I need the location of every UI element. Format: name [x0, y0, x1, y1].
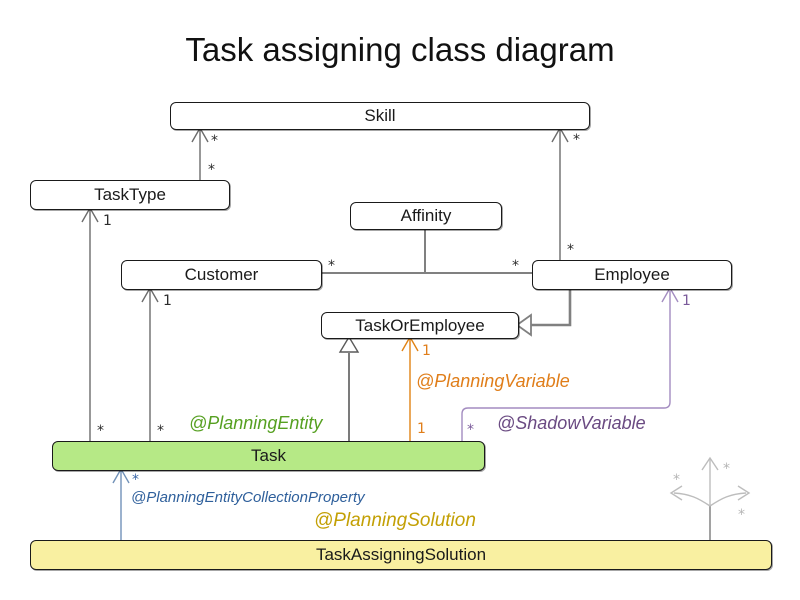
multiplicity-collectionproperty-many: * — [132, 472, 139, 488]
multiplicity-employee-skill-bottom: * — [567, 242, 574, 258]
multiplicity-shadowvariable-one: 1 — [682, 293, 691, 309]
multiplicity-tasktype-skill-top: * — [211, 133, 218, 149]
class-box-taskassigningsolution: TaskAssigningSolution — [30, 540, 772, 570]
multiplicity-employee-skill-top: * — [573, 132, 580, 148]
multiplicity-task-tasktype-many: * — [97, 423, 104, 439]
multiplicity-planningvariable-bottom: 1 — [417, 421, 426, 437]
multiplicity-faded-fork-left: * — [673, 472, 680, 488]
edge-shadowvariable-line — [461, 291, 671, 441]
class-box-affinity: Affinity — [350, 202, 502, 230]
annotation-shadow-variable: @ShadowVariable — [497, 413, 646, 433]
edge-faded-fork-left — [673, 492, 711, 507]
multiplicity-employee-association: * — [512, 258, 519, 274]
edge-faded-fork-left-arrowhead — [669, 485, 683, 501]
annotation-planning-solution: @PlanningSolution — [314, 510, 476, 531]
multiplicity-planningvariable-top: 1 — [422, 343, 431, 359]
multiplicity-faded-fork-up: * — [723, 461, 730, 477]
multiplicity-customer-association: * — [328, 258, 335, 274]
multiplicity-task-customer-many: * — [157, 423, 164, 439]
multiplicity-task-customer-one: 1 — [163, 293, 172, 309]
multiplicity-faded-fork-right: * — [738, 507, 745, 523]
edge-faded-fork-up-arrowhead — [701, 456, 719, 471]
annotation-planning-entity: @PlanningEntity — [189, 413, 323, 433]
multiplicity-shadowvariable-many: * — [467, 422, 474, 438]
multiplicity-tasktype-skill-bottom: * — [208, 162, 215, 178]
edge-employee-taskoremployee-triangle — [515, 313, 532, 337]
class-box-customer: Customer — [121, 260, 322, 290]
edge-task-taskoremployee-triangle — [338, 335, 360, 353]
class-box-employee: Employee — [532, 260, 732, 290]
page-title: Task assigning class diagram — [185, 31, 615, 68]
edge-employee-taskoremployee-line — [531, 288, 572, 327]
edge-faded-fork-right — [709, 492, 747, 507]
annotation-planning-variable: @PlanningVariable — [416, 371, 570, 391]
class-box-task: Task — [52, 441, 485, 471]
edge-faded-fork-right-arrowhead — [737, 485, 751, 501]
class-box-skill: Skill — [170, 102, 590, 130]
annotation-planning-entity-collection-property: @PlanningEntityCollectionProperty — [131, 489, 365, 506]
class-box-taskoremployee: TaskOrEmployee — [321, 312, 519, 339]
multiplicity-task-tasktype-one: 1 — [103, 213, 112, 229]
class-box-tasktype: TaskType — [30, 180, 230, 210]
